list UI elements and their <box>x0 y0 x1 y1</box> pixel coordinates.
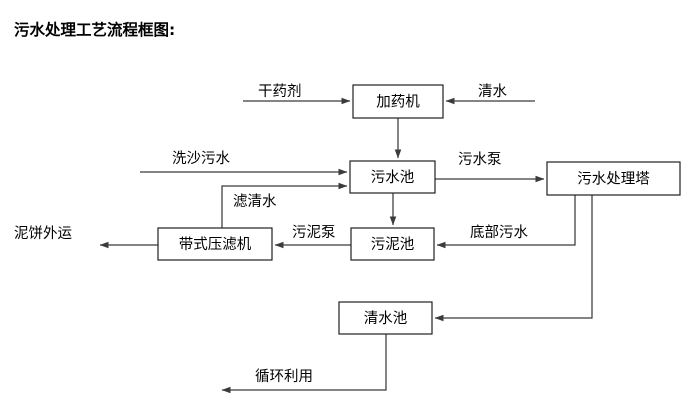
node-belt-filter-press[interactable]: 带式压滤机 <box>157 227 273 261</box>
node-dosing-machine[interactable]: 加药机 <box>352 84 444 119</box>
edge-tower-to-clean-water-pool <box>434 195 593 322</box>
node-wastewater-pool-label: 污水池 <box>371 169 415 186</box>
label-sand-wash-wastewater: 洗沙污水 <box>172 150 230 167</box>
label-mud-cake-transport: 泥饼外运 <box>14 225 72 242</box>
node-treatment-tower-rect <box>546 161 681 196</box>
node-treatment-tower[interactable]: 污水处理塔 <box>546 161 681 196</box>
node-clean-water-pool[interactable]: 清水池 <box>338 301 433 335</box>
node-wastewater-pool-rect <box>349 160 436 194</box>
label-sewage-pump: 污水泵 <box>458 151 502 168</box>
node-sludge-pool-rect <box>350 227 435 261</box>
edge-filter-press-to-wastewater-pool <box>221 182 348 228</box>
label-clean-water-inlet: 清水 <box>478 83 507 100</box>
node-wastewater-pool[interactable]: 污水池 <box>349 160 436 194</box>
label-recycle-reuse: 循环利用 <box>255 368 313 385</box>
label-dry-reagent: 干药剂 <box>258 83 302 100</box>
node-dosing-machine-rect <box>352 84 444 119</box>
label-bottom-sewage: 底部污水 <box>470 224 528 241</box>
label-sludge-pump: 污泥泵 <box>292 224 336 241</box>
node-belt-filter-press-rect <box>157 227 273 261</box>
node-sludge-pool[interactable]: 污泥池 <box>350 227 435 261</box>
edge-tower-to-sludge-pool <box>436 195 576 249</box>
label-filtrate-water: 滤清水 <box>233 193 277 210</box>
node-sludge-pool-label: 污泥池 <box>371 236 415 253</box>
node-dosing-machine-label: 加药机 <box>376 94 420 111</box>
page-title: 污水处理工艺流程框图: <box>14 20 175 39</box>
node-clean-water-pool-label: 清水池 <box>364 310 408 327</box>
node-clean-water-pool-rect <box>338 301 433 335</box>
edge-clean-water-pool-to-recycle <box>221 334 387 394</box>
node-belt-filter-press-label: 带式压滤机 <box>179 236 252 253</box>
node-treatment-tower-label: 污水处理塔 <box>577 171 650 188</box>
